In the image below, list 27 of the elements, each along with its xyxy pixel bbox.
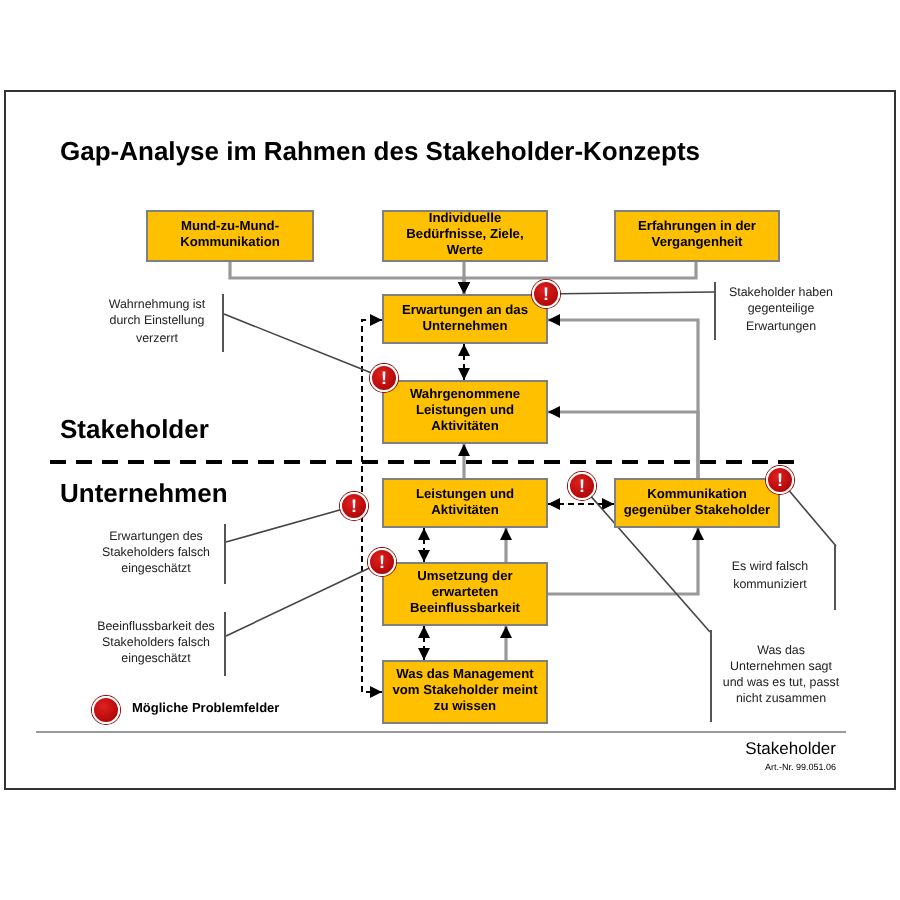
warning-marker: ! <box>766 466 794 494</box>
section-label: Unternehmen <box>60 478 228 508</box>
arrow <box>458 262 698 294</box>
arrow <box>500 528 512 562</box>
leader-line <box>223 313 372 374</box>
section-label: Stakeholder <box>60 414 209 444</box>
arrow <box>548 406 700 478</box>
warning-marker: ! <box>340 492 368 520</box>
dashed-arrow <box>458 343 470 381</box>
leader-line <box>590 495 711 633</box>
dashed-arrow <box>361 314 383 698</box>
warning-marker: ! <box>368 548 396 576</box>
arrow <box>500 626 512 660</box>
dashed-arrow <box>418 527 430 563</box>
leader-line <box>225 567 371 637</box>
warning-marker: ! <box>568 472 596 500</box>
warning-marker: ! <box>370 364 398 392</box>
arrow <box>548 528 704 596</box>
leader-line <box>788 489 837 547</box>
dashed-arrow <box>547 498 615 510</box>
warning-marker: ! <box>532 280 560 308</box>
diagram-title: Gap-Analyse im Rahmen des Stakeholder-Konzepts <box>60 136 701 166</box>
leader-line <box>225 509 342 543</box>
leader-line <box>559 291 715 295</box>
arrow <box>458 444 470 478</box>
dashed-arrow <box>418 625 430 661</box>
footer-text: Stakeholder <box>745 738 836 758</box>
